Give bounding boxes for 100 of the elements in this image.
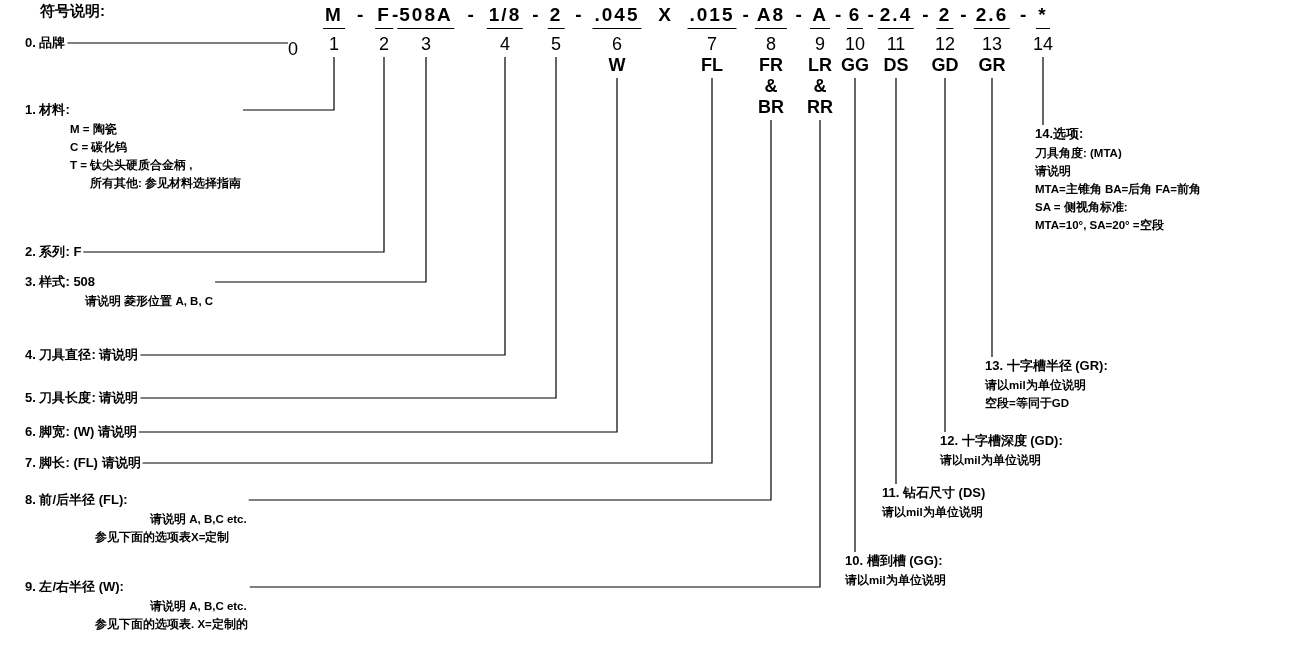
position-number: 13 xyxy=(982,33,1002,55)
abbreviation: GR xyxy=(978,55,1006,76)
abbreviation: FR & BR xyxy=(758,55,784,118)
code-segment: 2.4 xyxy=(877,4,915,29)
leader-line xyxy=(141,77,713,464)
position-number: 5 xyxy=(551,33,561,55)
code-segment: 2 xyxy=(547,4,565,29)
leader-line xyxy=(139,56,557,399)
separator: - xyxy=(922,4,929,26)
separator: - xyxy=(867,4,874,26)
description-heading: 10. 槽到槽 (GG): xyxy=(845,552,944,570)
description-heading: 4. 刀具直径: 请说明 xyxy=(25,346,139,364)
position-number: 3 xyxy=(421,33,431,55)
description-note: 请以mil为单位说明 xyxy=(845,573,946,588)
abbreviation: LR & RR xyxy=(807,55,833,118)
description-note: 刀具角度: (MTA) xyxy=(1035,145,1123,161)
description-note: 参见下面的选项表X=定制 xyxy=(95,529,231,545)
position-number: 14 xyxy=(1033,33,1053,55)
code-segment: A xyxy=(810,4,830,29)
position-number: 9 xyxy=(815,33,825,55)
separator: - xyxy=(795,4,802,26)
leader-line xyxy=(139,56,506,356)
position-number: 2 xyxy=(379,33,389,55)
leader-line xyxy=(214,56,427,283)
code-segment: A8 xyxy=(754,4,788,29)
description-note: 请说明 A, B,C etc. xyxy=(150,512,247,527)
description-note: MTA=10°, SA=20° =空段 xyxy=(1035,217,1165,233)
description-note: C = 碳化钨 xyxy=(70,140,129,155)
position-number: 11 xyxy=(886,33,906,55)
code-segment: 2.6 xyxy=(973,4,1011,29)
position-number: 8 xyxy=(766,33,776,55)
description-heading: 5. 刀具长度: 请说明 xyxy=(25,389,139,407)
description-note: 请以mil为单位说明 xyxy=(940,453,1042,468)
separator: - xyxy=(1020,4,1027,26)
separator: - xyxy=(391,4,399,26)
code-segment: .045 xyxy=(592,4,642,29)
code-segment: F xyxy=(375,4,393,29)
description-heading: 11. 钻石尺寸 (DS) xyxy=(882,484,986,502)
description-note: 所有其他: 参见材料选择指南 xyxy=(90,176,242,191)
description-note: 请说明 xyxy=(1035,164,1072,179)
description-note: 请以mil为单位说明 xyxy=(882,505,984,520)
description-heading: 2. 系列: F xyxy=(25,243,82,261)
description-heading: 14.选项: xyxy=(1035,125,1085,143)
abbreviation: DS xyxy=(883,55,909,76)
leader-line xyxy=(1042,56,1044,126)
code-segment: * xyxy=(1036,4,1050,29)
description-note: T = 钛尖头硬质合金柄 , xyxy=(70,158,194,173)
leader-line xyxy=(895,77,897,485)
separator: - xyxy=(467,4,474,26)
code-segment: 1/8 xyxy=(486,4,524,29)
position-number: 10 xyxy=(845,33,865,55)
position-number: 12 xyxy=(935,33,955,55)
separator: - xyxy=(575,4,582,26)
code-segment: 6 xyxy=(846,4,864,29)
leader-line xyxy=(66,42,289,44)
position-number: 7 xyxy=(707,33,717,55)
description-heading: 1. 材料: xyxy=(25,101,71,119)
leader-line xyxy=(82,56,385,253)
abbreviation: GG xyxy=(841,55,869,76)
leader-line xyxy=(249,119,821,588)
leader-line xyxy=(944,77,946,433)
separator: X xyxy=(658,4,671,26)
description-heading: 9. 左/右半径 (W): xyxy=(25,578,125,596)
description-note: 空段=等同于GD xyxy=(985,395,1070,411)
code-segment: 508A xyxy=(397,4,455,29)
description-note: 请说明 菱形位置 A, B, C xyxy=(85,294,214,309)
description-heading: 7. 脚长: (FL) 请说明 xyxy=(25,454,141,472)
separator: - xyxy=(960,4,967,26)
abbreviation: FL xyxy=(701,55,723,76)
code-segment: .015 xyxy=(687,4,737,29)
separator: - xyxy=(742,4,749,26)
separator: - xyxy=(532,4,539,26)
description-note: 请说明 A, B,C etc. xyxy=(150,599,248,614)
position-number: 6 xyxy=(612,33,622,55)
description-heading: 6. 脚宽: (W) 请说明 xyxy=(25,423,137,441)
separator: - xyxy=(835,4,842,26)
title: 符号说明: xyxy=(40,2,105,21)
description-note: SA = 侧视角标准: xyxy=(1035,200,1129,215)
leader-line xyxy=(854,77,856,553)
leader-line xyxy=(248,119,772,501)
code-segment: 2 xyxy=(936,4,954,29)
leader-line xyxy=(138,77,618,433)
description-heading: 13. 十字槽半径 (GR): xyxy=(985,357,1108,375)
position-number: 1 xyxy=(329,33,339,55)
code-segment: M xyxy=(323,4,345,29)
position-number: 0 xyxy=(288,37,298,60)
position-number: 4 xyxy=(500,33,510,55)
description-heading: 3. 样式: 508 xyxy=(25,273,97,291)
abbreviation: GD xyxy=(931,55,959,76)
description-note: 参见下面的选项表. X=定制的 xyxy=(95,616,248,632)
leader-line xyxy=(991,77,993,358)
description-heading: 8. 前/后半径 (FL): xyxy=(25,491,129,509)
leader-line xyxy=(242,56,335,111)
description-note: MTA=主锥角 BA=后角 FA=前角 xyxy=(1035,181,1201,197)
description-heading: 12. 十字槽深度 (GD): xyxy=(940,432,1063,450)
description-heading: 0. 品牌 xyxy=(25,34,66,52)
description-note: M = 陶瓷 xyxy=(70,122,118,137)
separator: - xyxy=(356,4,364,26)
description-note: 请以mil为单位说明 xyxy=(985,378,1087,393)
abbreviation: W xyxy=(608,55,626,76)
